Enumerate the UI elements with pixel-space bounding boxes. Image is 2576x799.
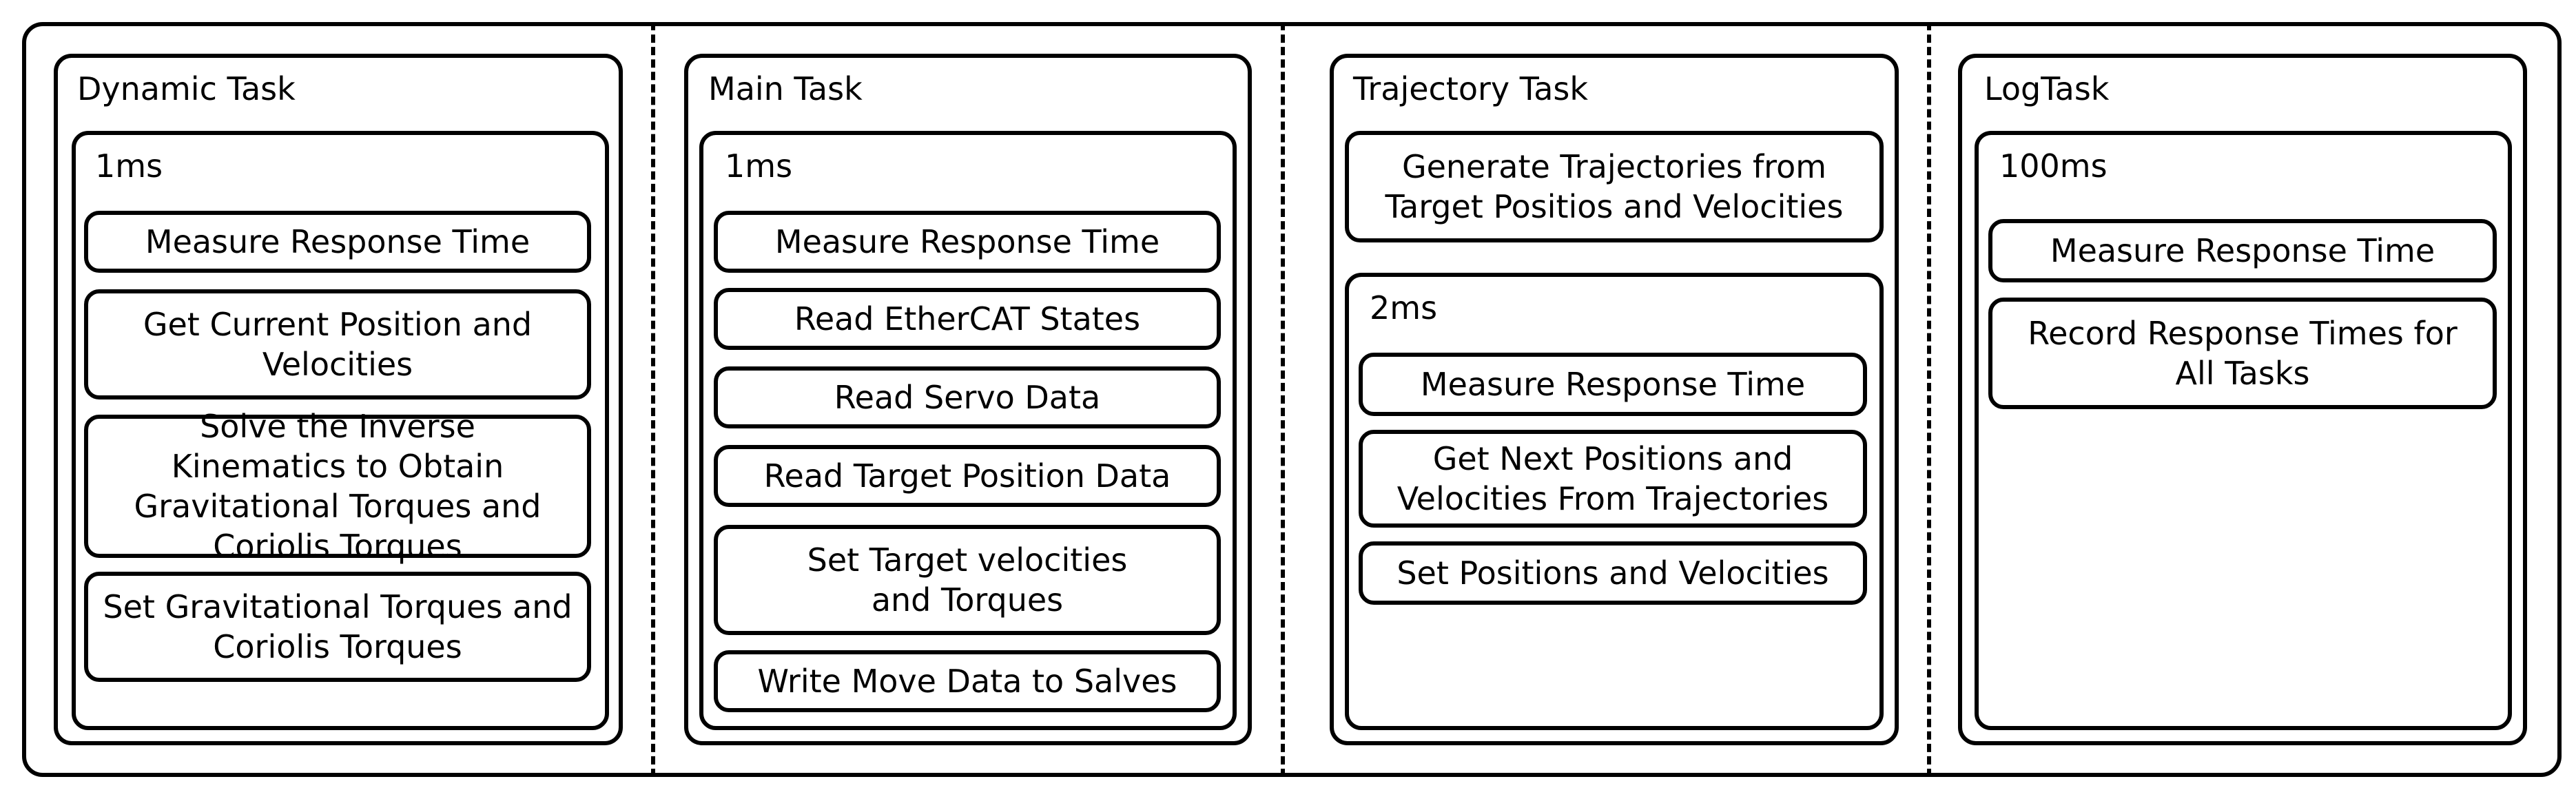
- main-step-4: Read Target Position Data: [714, 445, 1221, 507]
- dynamic-step-2: Get Current Position and Velocities: [84, 289, 591, 400]
- main-task-panel: [684, 54, 1252, 745]
- main-step-6: Write Move Data to Salves: [714, 650, 1221, 712]
- log-task-panel: [1958, 54, 2527, 745]
- main-step-3: Read Servo Data: [714, 366, 1221, 428]
- trajectory-step-3: Set Positions and Velocities: [1359, 541, 1867, 605]
- main-step-5: Set Target velocities and Torques: [714, 525, 1221, 635]
- diagram-frame: [22, 22, 2562, 777]
- trajectory-task-panel: [1330, 54, 1899, 745]
- trajectory-task-period: 2ms: [1370, 289, 1438, 326]
- trajectory-task-2ms-loop: [1345, 273, 1884, 730]
- generate-trajectories-step: Generate Trajectories from Target Positi…: [1345, 131, 1884, 242]
- trajectory-task-title: Trajectory Task: [1353, 70, 1589, 107]
- log-step-1: Measure Response Time: [1988, 219, 2497, 282]
- column-divider: [1281, 22, 1285, 777]
- dynamic-task-1ms-loop: [72, 131, 609, 730]
- dynamic-task-period: 1ms: [95, 147, 163, 185]
- main-step-2: Read EtherCAT States: [714, 288, 1221, 350]
- trajectory-step-1: Measure Response Time: [1359, 353, 1867, 416]
- main-task-title: Main Task: [708, 70, 863, 107]
- dynamic-task-panel: [54, 54, 623, 745]
- column-divider: [651, 22, 655, 777]
- dynamic-step-4: Set Gravitational Torques and Coriolis T…: [84, 572, 591, 682]
- log-task-100ms-loop: [1975, 131, 2512, 730]
- trajectory-step-2: Get Next Positions and Velocities From T…: [1359, 430, 1867, 528]
- dynamic-step-3: Solve the Inverse Kinematics to Obtain G…: [84, 408, 591, 565]
- dynamic-step-1: Measure Response Time: [84, 211, 591, 273]
- main-task-1ms-loop: [699, 131, 1237, 730]
- main-task-period: 1ms: [725, 147, 793, 185]
- log-task-period: 100ms: [1999, 147, 2108, 185]
- main-step-1: Measure Response Time: [714, 211, 1221, 273]
- log-step-2: Record Response Times for All Tasks: [1988, 298, 2497, 409]
- log-task-title: LogTask: [1984, 70, 2110, 107]
- dynamic-task-title: Dynamic Task: [77, 70, 296, 107]
- column-divider: [1927, 22, 1931, 777]
